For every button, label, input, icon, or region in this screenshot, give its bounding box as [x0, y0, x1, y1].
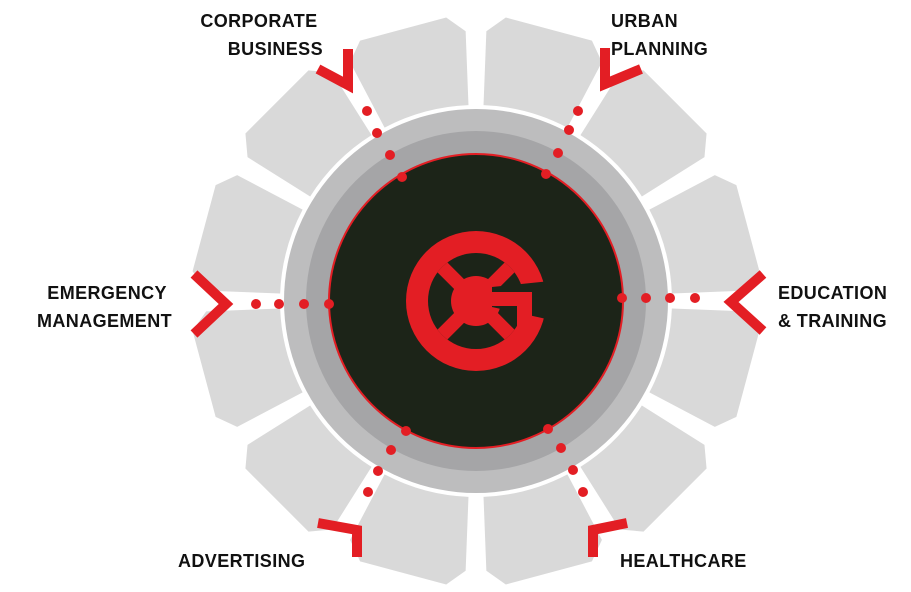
- chevron-pointer-icon: [317, 518, 362, 557]
- gear-segment: [245, 405, 372, 532]
- chevron-pointer-icon: [190, 270, 234, 338]
- connector-dot: [573, 106, 583, 116]
- connector-dot: [665, 293, 675, 303]
- connector-dot: [373, 466, 383, 476]
- connector-dot: [397, 172, 407, 182]
- connector-dot: [386, 445, 396, 455]
- connector-dot: [641, 293, 651, 303]
- connector-dot: [401, 426, 411, 436]
- gear-segment: [649, 308, 760, 427]
- chevron-pointer-icon: [600, 48, 643, 92]
- connector-dot: [385, 150, 395, 160]
- connector-dot: [372, 128, 382, 138]
- chevron-pointers: [190, 48, 767, 557]
- label-advertising: ADVERTISING: [178, 551, 305, 571]
- gear-segment: [649, 175, 760, 294]
- connector-dot: [690, 293, 700, 303]
- gear-segment: [192, 308, 303, 427]
- connector-dot: [362, 106, 372, 116]
- gear-segment: [350, 17, 469, 128]
- label-urban-planning: URBAN PLANNING: [611, 11, 708, 59]
- connector-dot: [578, 487, 588, 497]
- connector-dot: [564, 125, 574, 135]
- label-healthcare: HEALTHCARE: [620, 551, 747, 571]
- connector-dot: [363, 487, 373, 497]
- connector-dot: [617, 293, 627, 303]
- label-emergency-management: EMERGENCY MANAGEMENT: [37, 283, 172, 331]
- connector-dot: [543, 424, 553, 434]
- outer-gear-ring: [192, 17, 760, 585]
- connector-dot: [568, 465, 578, 475]
- connector-dot: [541, 169, 551, 179]
- connector-dot: [324, 299, 334, 309]
- chevron-pointer-icon: [315, 49, 353, 94]
- gear-segment: [245, 70, 372, 197]
- gear-segment: [483, 17, 602, 128]
- dotted-connectors: [251, 106, 700, 497]
- connector-dot: [251, 299, 261, 309]
- connector-dot: [274, 299, 284, 309]
- gear-segment: [192, 175, 303, 294]
- gear-segment: [350, 474, 469, 585]
- target-q-logo-icon: [406, 231, 560, 371]
- label-education-training: EDUCATION & TRAINING: [778, 283, 893, 331]
- connector-dot: [553, 148, 563, 158]
- gear-segment: [483, 474, 602, 585]
- chevron-pointer-icon: [588, 518, 629, 557]
- connector-dot: [299, 299, 309, 309]
- gear-segment: [580, 70, 707, 197]
- gear-segment: [580, 405, 707, 532]
- label-corporate-business: CORPORATE BUSINESS: [200, 11, 323, 59]
- chevron-pointer-icon: [723, 270, 767, 335]
- connector-dot: [556, 443, 566, 453]
